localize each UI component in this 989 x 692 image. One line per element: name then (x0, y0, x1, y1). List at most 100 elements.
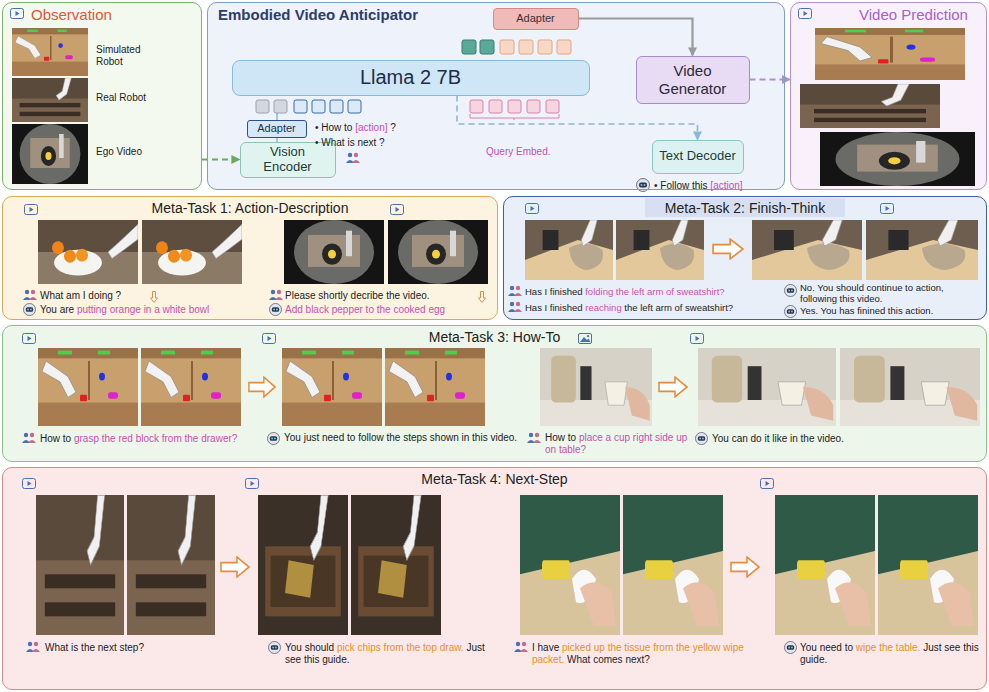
illustration-part (38, 348, 138, 426)
text-line: •What is next ? (315, 137, 465, 149)
decoder-box: Text Decoder (652, 140, 744, 174)
illustration-part (330, 100, 343, 113)
caption-text: You are (40, 304, 74, 315)
caption-text: Has I finished (525, 286, 583, 297)
caption-text: No. You should continue to action, follo… (800, 282, 944, 304)
illustration-part (713, 239, 743, 259)
caption-text: putting orange in a white bowl (77, 304, 209, 315)
illustration-part (284, 220, 384, 284)
caption-text: You should (285, 642, 334, 653)
illustration-part (526, 204, 539, 214)
caption-text: grasp the red block from the drawer? (74, 433, 237, 444)
text-line: Please shortly decribe the video. (285, 290, 475, 302)
caption-text: What comes next? (567, 654, 650, 665)
panel-title: Observation (31, 6, 201, 23)
generator-box: Video Generator (636, 56, 750, 104)
illustration-part (388, 220, 488, 284)
illustration-part (12, 78, 88, 122)
caption-text: reaching (585, 302, 621, 313)
text-line: You shouldpick chips from the top draw.J… (285, 642, 485, 665)
flow-arrows (151, 239, 760, 577)
text-line: Real Robot (96, 92, 156, 104)
text-line: Ego Video (96, 146, 156, 158)
illustration-part (557, 40, 571, 54)
box-label: Adapter (257, 122, 296, 135)
illustration-part (462, 40, 476, 54)
illustration-part (878, 495, 978, 635)
illustration-part (775, 495, 875, 635)
encoder-box: Vision Encoder (240, 142, 336, 178)
text-line: Add black pepper to the cooked egg (285, 304, 485, 316)
illustration-part (520, 495, 620, 635)
illustration-part (761, 479, 774, 489)
model-panel: Embodied Video AnticipatorAdapterLlama 2… (207, 2, 785, 190)
illustration-part (25, 205, 38, 215)
illustration-part (519, 40, 533, 54)
illustration-part (263, 334, 276, 344)
illustration-part (790, 2, 987, 190)
connector (579, 19, 693, 56)
text-line: •Follow this[action] (654, 180, 782, 192)
task-panel: Meta-Task 1: Action-Description (2, 196, 498, 320)
illustration-part (267, 432, 279, 444)
illustration-part (2, 325, 987, 462)
box-label: Text Decoder (659, 149, 736, 164)
illustration-part (479, 292, 486, 303)
caption-text: wipe the table. (856, 642, 921, 653)
illustration-part (282, 348, 382, 426)
panel-title: Meta-Task 4: Next-Step (3, 471, 986, 487)
illustration-part (527, 433, 541, 443)
illustration-part (695, 432, 707, 444)
illustration-part (623, 495, 723, 635)
illustration-part (391, 205, 404, 215)
illustration-part (23, 479, 36, 489)
illustration-part (820, 132, 975, 186)
illustration-part (691, 334, 704, 344)
text-line: You can do it like in the video. (712, 433, 932, 445)
caption-text: You just need to follow the steps shown … (284, 432, 517, 443)
text-line: What am I doing ? (40, 290, 150, 302)
illustration-part (269, 290, 283, 300)
illustration-part (23, 303, 35, 315)
illustration-part (503, 196, 987, 320)
illustration-part (258, 495, 348, 635)
illustration-part (127, 495, 215, 635)
text-line: Query Embed. (486, 146, 576, 158)
caption-text: Simulated Robot (96, 44, 140, 67)
caption-text: [action] (710, 180, 742, 191)
illustration-part (221, 557, 249, 577)
illustration-part (22, 433, 36, 443)
box-label: Llama 2 7B (360, 66, 461, 89)
panel-title: Video Prediction (859, 6, 986, 23)
illustration-part (346, 153, 360, 163)
illustration-part (36, 495, 124, 635)
illustration-part (351, 495, 441, 635)
text-line: You just need to follow the steps shown … (284, 432, 519, 444)
illustration-part (800, 84, 940, 128)
illustration-part (527, 100, 540, 113)
illustration-part (141, 348, 241, 426)
illustration-part (784, 305, 796, 317)
text-line: I havepicked up the tissue from the yell… (532, 642, 762, 665)
illustration-part (659, 377, 687, 397)
illustration-part (866, 220, 978, 280)
caption-text: the left arm of sweatshirt? (624, 302, 733, 313)
panel-title: Meta-Task 2: Finish-Think (504, 200, 986, 216)
caption-text: You can do it like in the video. (712, 433, 844, 444)
caption-text: Please shortly decribe the video. (285, 290, 430, 301)
caption-text: pick chips from the top draw. (337, 642, 464, 653)
illustration-part (26, 642, 40, 652)
caption-text: I have (532, 642, 559, 653)
illustration-part (840, 348, 980, 426)
illustration-part (500, 40, 514, 54)
caption-text: ? (390, 122, 396, 133)
illustration-part (12, 28, 88, 76)
caption-text: Has I finished (525, 302, 583, 313)
illustration-part (480, 40, 494, 54)
text-line: How toplace a cup right side up on table… (545, 432, 693, 455)
illustration-part (752, 220, 862, 280)
caption-text: Query Embed. (486, 146, 550, 157)
text-line: How tograsp the red block from the drawe… (40, 433, 265, 445)
